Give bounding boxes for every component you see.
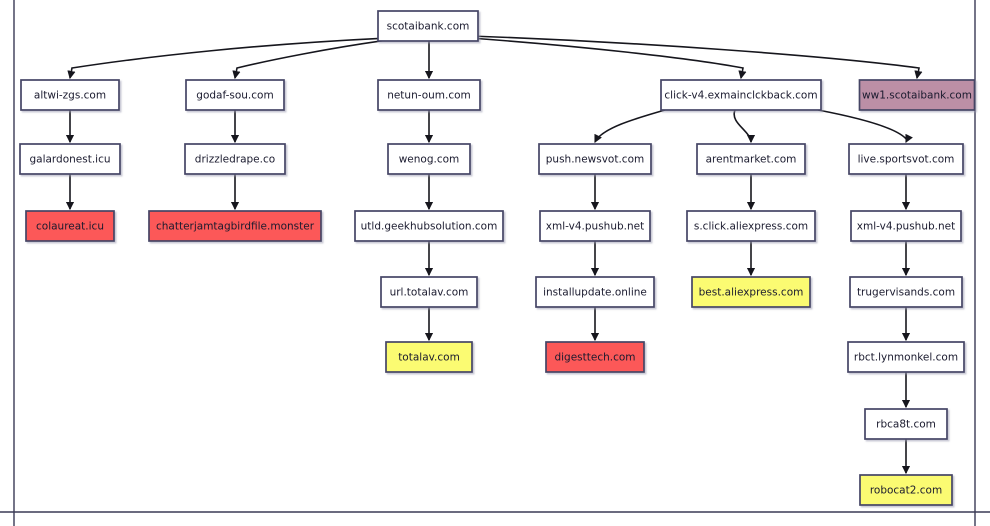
node-rbca8t[interactable]: rbca8t.com — [864, 408, 948, 440]
edge-root-to-godaf — [232, 39, 389, 80]
node-label-truger: trugervisands.com — [857, 287, 955, 299]
node-label-root: scotaibank.com — [387, 21, 470, 33]
node-robocat[interactable]: robocat2.com — [859, 474, 953, 506]
node-box-installupd — [535, 276, 655, 308]
node-box-netun — [377, 79, 481, 111]
node-box-urltotalav — [380, 276, 478, 308]
node-box-robocat — [859, 474, 953, 506]
node-box-ww1 — [858, 79, 976, 111]
node-box-clickv4 — [660, 79, 822, 111]
node-box-digesttech — [545, 341, 645, 373]
node-layer: scotaibank.com altwi-zgs.com godaf-sou.com… — [19, 10, 976, 506]
node-label-ww1: ww1.scotaibank.com — [862, 90, 972, 102]
node-box-altwi — [20, 79, 120, 111]
node-box-godaf — [185, 79, 285, 111]
node-root[interactable]: scotaibank.com — [377, 10, 479, 42]
node-box-wenog — [387, 143, 471, 175]
node-label-robocat: robocat2.com — [870, 485, 942, 497]
node-label-netun: netun-oum.com — [387, 90, 471, 102]
edge-root-to-ww1 — [469, 35, 923, 80]
node-box-live — [848, 143, 964, 175]
node-totalav[interactable]: totalav.com — [385, 341, 473, 373]
node-label-installupd: installupdate.online — [543, 287, 647, 299]
node-label-xmlpush1: xml-v4.pushub.net — [546, 221, 644, 233]
node-box-rbct — [847, 341, 965, 373]
node-label-arent: arentmarket.com — [706, 154, 797, 166]
node-box-rbca8t — [864, 408, 948, 440]
node-box-totalav — [385, 341, 473, 373]
node-godaf[interactable]: godaf-sou.com — [185, 79, 285, 111]
node-label-utld: utld.geekhubsolution.com — [361, 221, 498, 233]
node-label-bestali: best.aliexpress.com — [699, 287, 804, 299]
node-digesttech[interactable]: digesttech.com — [545, 341, 645, 373]
node-chatterjam[interactable]: chatterjamtagbirdfile.monster — [148, 210, 322, 242]
node-label-godaf: godaf-sou.com — [196, 90, 273, 102]
node-box-arent — [696, 143, 806, 175]
node-label-xmlpush2: xml-v4.pushub.net — [857, 221, 955, 233]
node-arent[interactable]: arentmarket.com — [696, 143, 806, 175]
node-push[interactable]: push.newsvot.com — [538, 143, 652, 175]
node-xmlpush2[interactable]: xml-v4.pushub.net — [850, 210, 962, 242]
node-label-live: live.sportsvot.com — [858, 154, 955, 166]
node-box-colaureat — [25, 210, 115, 242]
node-box-bestali — [691, 276, 811, 308]
node-live[interactable]: live.sportsvot.com — [848, 143, 964, 175]
node-bestali[interactable]: best.aliexpress.com — [691, 276, 811, 308]
edge-clickv4-to-live — [817, 109, 913, 144]
node-utld[interactable]: utld.geekhubsolution.com — [354, 210, 504, 242]
node-box-drizzle — [184, 143, 286, 175]
node-box-truger — [849, 276, 963, 308]
node-box-xmlpush2 — [850, 210, 962, 242]
node-box-xmlpush1 — [539, 210, 651, 242]
node-box-galardonest — [19, 143, 121, 175]
node-label-urltotalav: url.totalav.com — [390, 287, 469, 299]
node-rbct[interactable]: rbct.lynmonkel.com — [847, 341, 965, 373]
node-label-galardonest: galardonest.icu — [29, 154, 110, 166]
edge-root-to-altwi — [67, 37, 389, 80]
node-ww1[interactable]: ww1.scotaibank.com — [858, 79, 976, 111]
edge-layer — [65, 35, 923, 475]
node-colaureat[interactable]: colaureat.icu — [25, 210, 115, 242]
node-label-push: push.newsvot.com — [546, 154, 644, 166]
edge-clickv4-to-arent — [733, 109, 756, 144]
node-box-push — [538, 143, 652, 175]
node-galardonest[interactable]: galardonest.icu — [19, 143, 121, 175]
node-altwi[interactable]: altwi-zgs.com — [20, 79, 120, 111]
node-label-colaureat: colaureat.icu — [36, 221, 104, 233]
node-truger[interactable]: trugervisands.com — [849, 276, 963, 308]
node-label-digesttech: digesttech.com — [554, 352, 635, 364]
node-label-drizzle: drizzledrape.co — [195, 154, 275, 166]
edge-clickv4-to-push — [594, 109, 666, 144]
node-label-clickv4: click-v4.exmainclckback.com — [664, 90, 817, 102]
node-label-rbca8t: rbca8t.com — [876, 419, 936, 431]
node-label-chatterjam: chatterjamtagbirdfile.monster — [156, 221, 315, 233]
node-xmlpush1[interactable]: xml-v4.pushub.net — [539, 210, 651, 242]
node-wenog[interactable]: wenog.com — [387, 143, 471, 175]
node-installupd[interactable]: installupdate.online — [535, 276, 655, 308]
node-urltotalav[interactable]: url.totalav.com — [380, 276, 478, 308]
node-box-sclick — [686, 210, 816, 242]
node-drizzle[interactable]: drizzledrape.co — [184, 143, 286, 175]
node-label-wenog: wenog.com — [399, 154, 460, 166]
node-netun[interactable]: netun-oum.com — [377, 79, 481, 111]
node-box-utld — [354, 210, 504, 242]
node-clickv4[interactable]: click-v4.exmainclckback.com — [660, 79, 822, 111]
node-label-sclick: s.click.aliexpress.com — [694, 221, 808, 233]
node-sclick[interactable]: s.click.aliexpress.com — [686, 210, 816, 242]
node-box-root — [377, 10, 479, 42]
node-box-chatterjam — [148, 210, 322, 242]
edge-root-to-clickv4 — [469, 37, 747, 80]
node-label-altwi: altwi-zgs.com — [34, 90, 106, 102]
node-label-totalav: totalav.com — [398, 352, 460, 364]
node-label-rbct: rbct.lynmonkel.com — [854, 352, 958, 364]
